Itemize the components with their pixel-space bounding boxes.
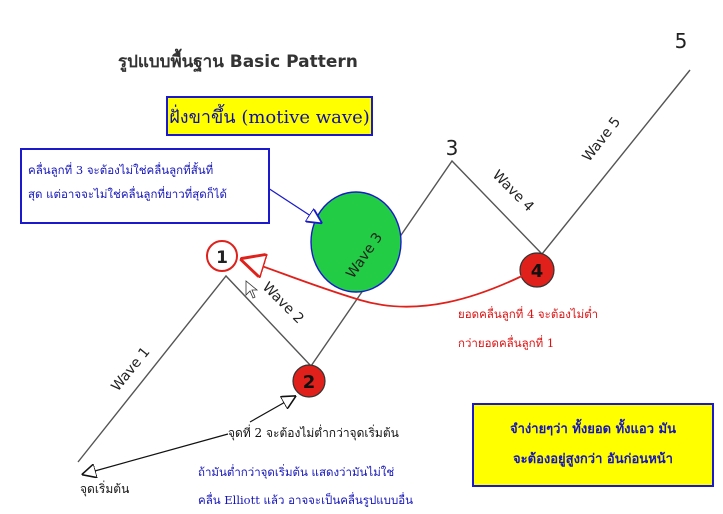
wave3-note-line2: สุด แต่อาจจะไม่ใช่คลื่นลูกที่ยาวที่สุดก็… [28, 187, 227, 201]
wave5-label: Wave 5 [580, 114, 624, 165]
point2-circle [292, 364, 326, 398]
wave2-extra-line1: ถ้ามันต่ำกว่าจุดเริ่มต้น แสดงว่ามันไม่ใช… [198, 465, 395, 479]
remember-line1: จำง่ายๆว่า ทั้งยอด ทั้งแอว มัน [510, 422, 676, 437]
wave3-highlight-ellipse [310, 191, 402, 293]
motive-wave-label: ฝั่งขาขึ้น (motive wave) [169, 106, 370, 128]
wave2-rule-arrow [249, 397, 294, 423]
point2-label: 2 [303, 372, 316, 393]
motive-wave-box: ฝั่งขาขึ้น (motive wave) [166, 96, 373, 136]
point1-label: 1 [216, 248, 228, 268]
point4-circle [519, 252, 555, 288]
diagram-title: รูปแบบพื้นฐาน Basic Pattern [118, 52, 358, 72]
point3-label: 3 [446, 136, 459, 160]
remember-box: จำง่ายๆว่า ทั้งยอด ทั้งแอว มัน จะต้องอยู… [472, 403, 714, 487]
wave2-label: Wave 2 [259, 279, 307, 327]
wave3-note-box: คลื่นลูกที่ 3 จะต้องไม่ใช่คลื่นลูกที่สั้… [20, 148, 270, 224]
start-point-label: จุดเริ่มต้น [80, 482, 130, 496]
remember-line2: จะต้องอยู่สูงกว่า อันก่อนหน้า [513, 452, 673, 467]
point4-label: 4 [531, 261, 544, 282]
wave3-note-arrow [267, 187, 320, 222]
wave2-extra-line2: คลื่น Elliott แล้ว อาจจะเป็นคลื่นรูปแบบอ… [198, 493, 414, 507]
wave3-note-line1: คลื่นลูกที่ 3 จะต้องไม่ใช่คลื่นลูกที่สั้… [28, 163, 214, 177]
wave4-to-wave1-arrow [244, 260, 523, 308]
cursor-icon [245, 280, 259, 299]
wave2-rule-note: จุดที่ 2 จะต้องไม่ต่ำกว่าจุดเริ่มต้น [228, 426, 399, 440]
wave4-note-line1: ยอดคลื่นลูกที่ 4 จะต้องไม่ต่ำ [458, 307, 599, 321]
point5-label: 5 [675, 29, 688, 53]
wave4-note-line2: กว่ายอดคลื่นลูกที่ 1 [458, 336, 555, 350]
wave2-extra-note: ถ้ามันต่ำกว่าจุดเริ่มต้น แสดงว่ามันไม่ใช… [198, 458, 468, 514]
start-point-arrow [84, 433, 229, 474]
wave4-label: Wave 4 [489, 167, 537, 215]
wave1-label: Wave 1 [108, 344, 153, 394]
wave4-note: ยอดคลื่นลูกที่ 4 จะต้องไม่ต่ำ กว่ายอดคลื… [458, 300, 668, 358]
